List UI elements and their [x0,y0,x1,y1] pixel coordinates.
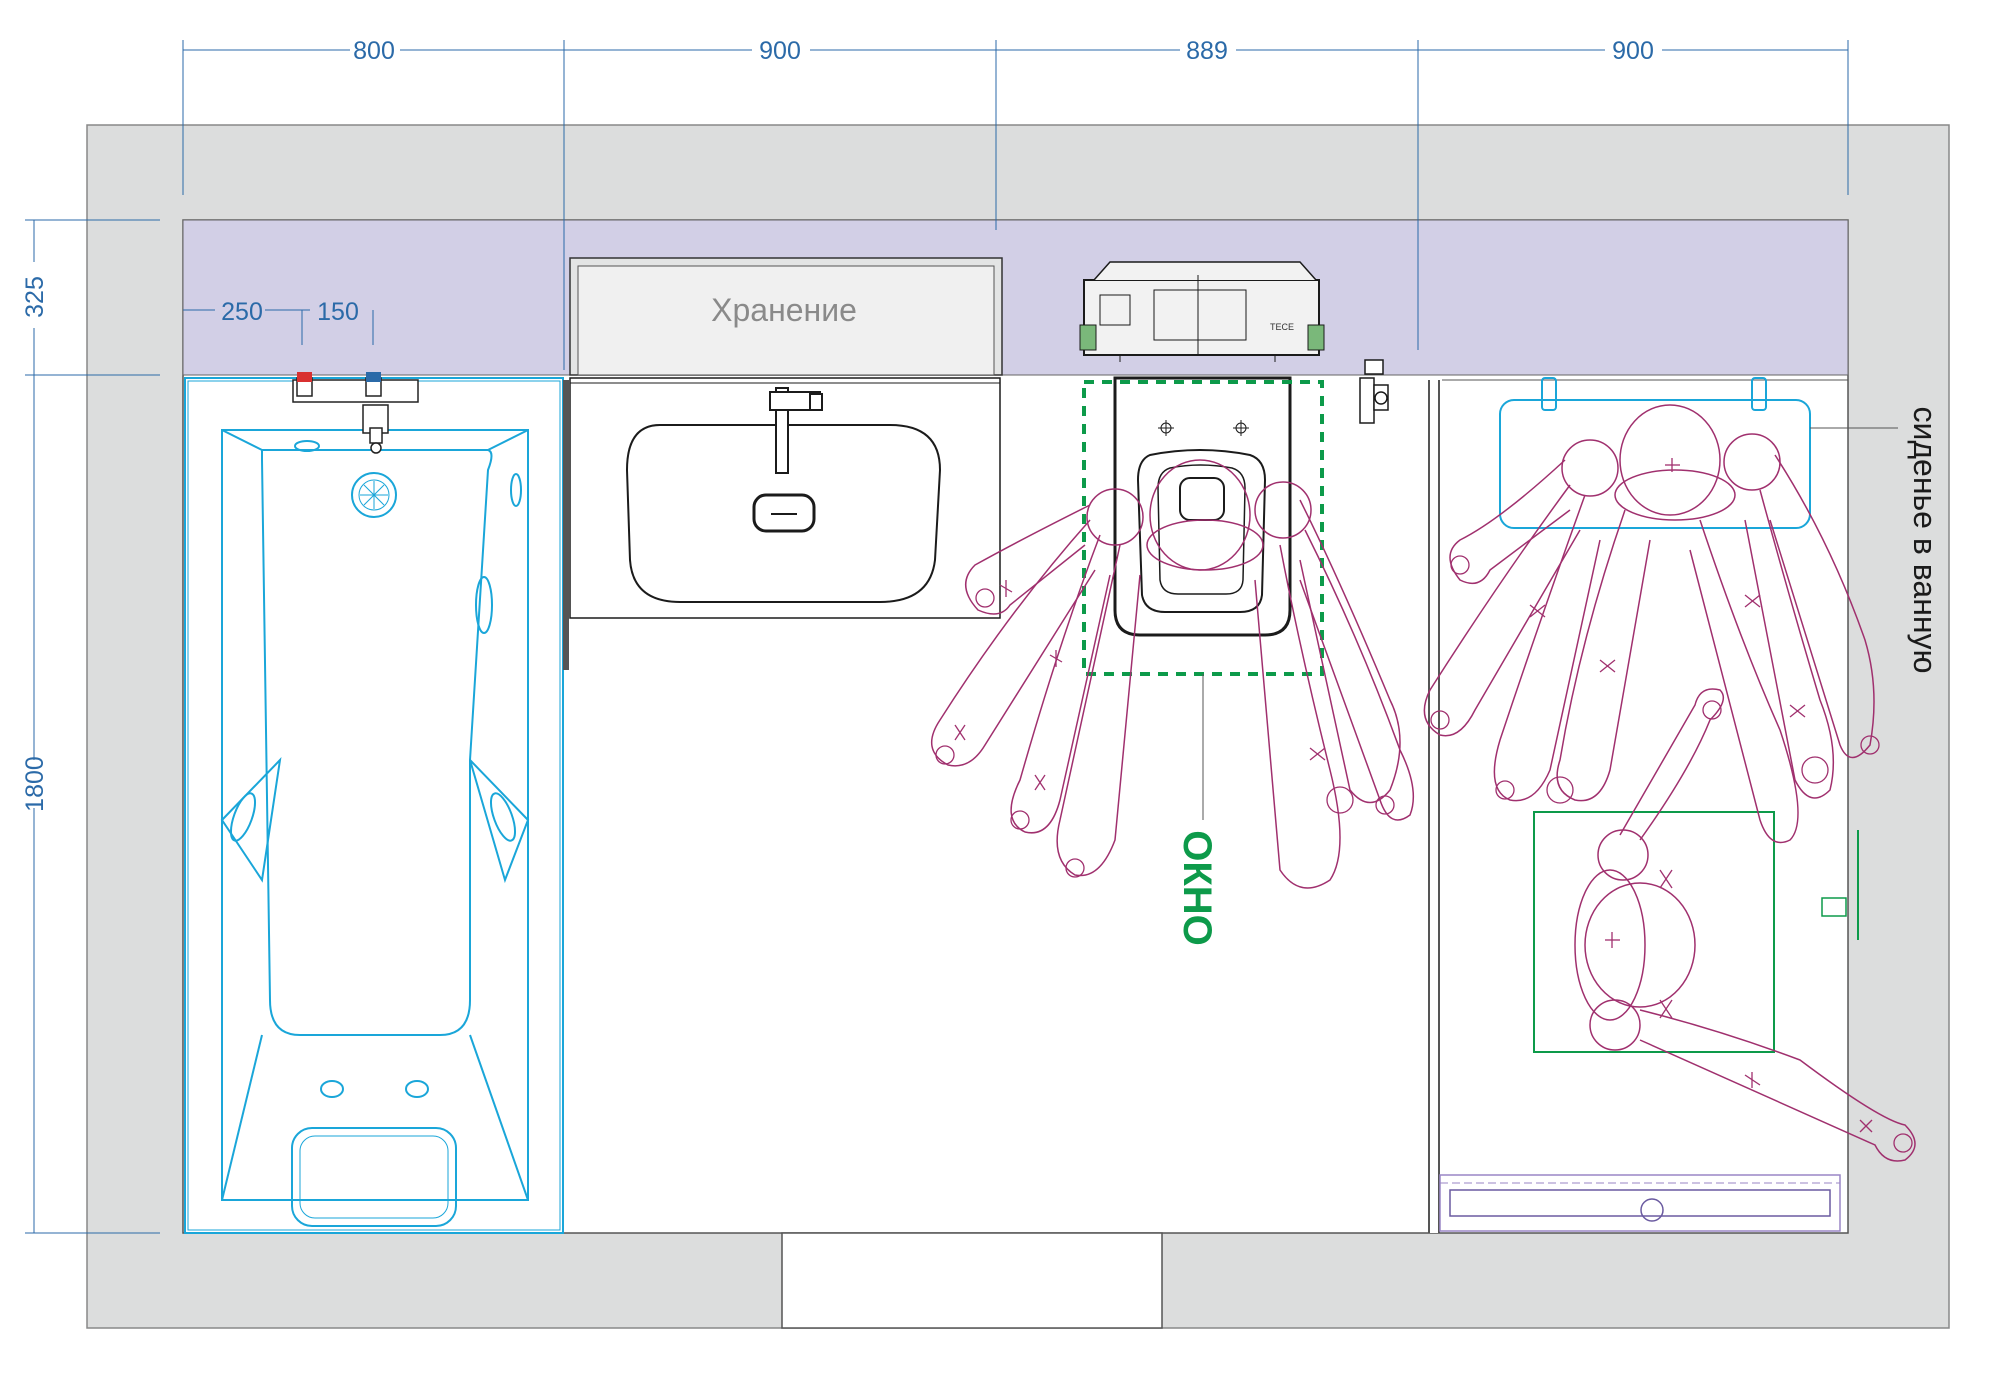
water-valve [1359,359,1389,424]
doorway [781,1232,1163,1329]
dim-left-1: 325 [21,276,49,318]
dimension-lines [25,40,1849,1234]
tece-brand: TECE [1270,322,1294,332]
window-label: ОКНО [1175,830,1219,946]
dimension-texts: 800 900 889 900 325 1800 250 150 [21,37,1654,812]
dim-faucet-1: 250 [221,298,263,326]
room-floor [182,219,1849,1234]
bath-seat-label: сиденье в ванную [1907,406,1943,673]
storage-label: Хранение [711,292,857,328]
shower-area: сиденье в ванную [1428,377,1943,1233]
dim-top-1: 800 [353,37,395,65]
vanity-sink [569,377,1001,619]
dim-left-2: 1800 [21,756,49,812]
window-zone: ОКНО [1082,380,1324,946]
dim-top-4: 900 [1612,37,1654,65]
dim-top-3: 889 [1186,37,1228,65]
installation-zone [182,219,1849,376]
human-figures [931,404,1916,1162]
bath-seat [1499,399,1811,529]
toilet: TECE [1079,261,1325,637]
dim-faucet-2: 150 [317,298,359,326]
dim-top-2: 900 [759,37,801,65]
storage-cabinet: Хранение [569,257,1003,376]
bath-mixer [292,372,419,454]
